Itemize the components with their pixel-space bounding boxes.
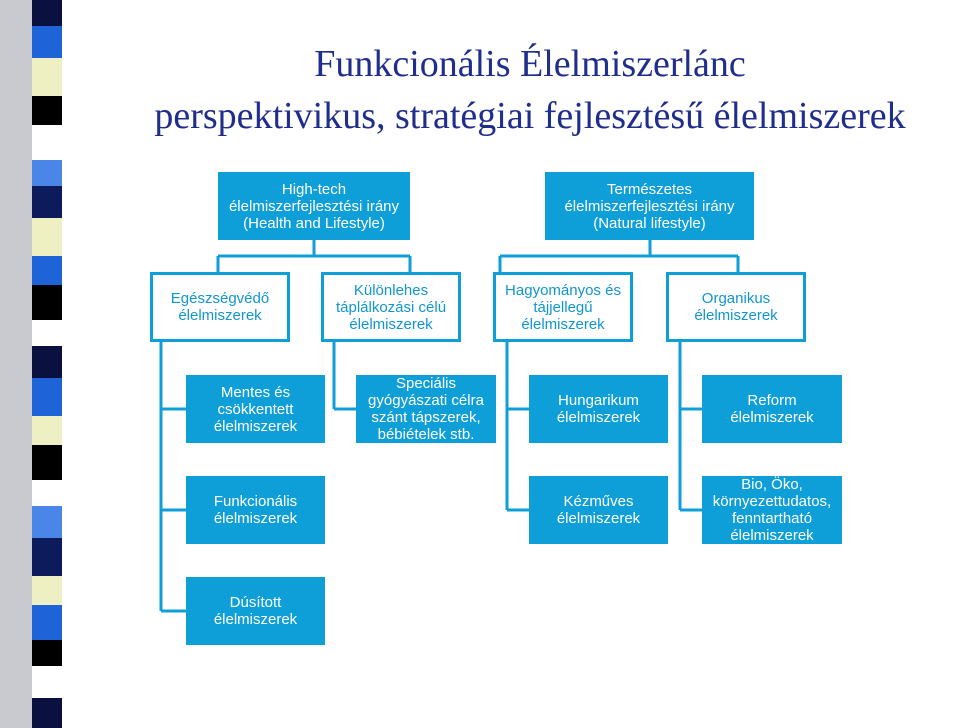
node-specialis: Speciális gyógyászati célra szánt tápsze… <box>356 375 496 443</box>
node-dusitott: Dúsított élelmiszerek <box>186 577 325 645</box>
node-kulonleges: Különlehes táplálkozási célú élelmiszere… <box>321 272 461 342</box>
node-reform: Reform élelmiszerek <box>702 375 842 443</box>
node-hagyomanyos: Hagyományos és tájjellegű élelmiszerek <box>493 272 633 342</box>
node-bio: Bio, Öko, környezettudatos, fenntartható… <box>702 476 842 544</box>
node-hungarikum: Hungarikum élelmiszerek <box>529 375 668 443</box>
node-funkcionalis: Funkcionális élelmiszerek <box>186 476 325 544</box>
node-egeszsegvedo: Egészségvédő élelmiszerek <box>150 272 290 342</box>
node-natural: Természetes élelmiszerfejlesztési irány … <box>545 172 754 240</box>
page-title-line-2: perspektivikus, stratégiai fejlesztésű é… <box>154 95 906 137</box>
node-organikus: Organikus élelmiszerek <box>666 272 806 342</box>
node-kezmuves: Kézműves élelmiszerek <box>529 476 668 544</box>
node-high-tech: High-tech élelmiszerfejlesztési irány (H… <box>218 172 410 240</box>
decorative-stripe <box>0 0 100 728</box>
node-mentes: Mentes és csökkentett élelmiszerek <box>186 375 325 443</box>
page-title-line-1: Funkcionális Élelmiszerlánc <box>314 43 746 85</box>
